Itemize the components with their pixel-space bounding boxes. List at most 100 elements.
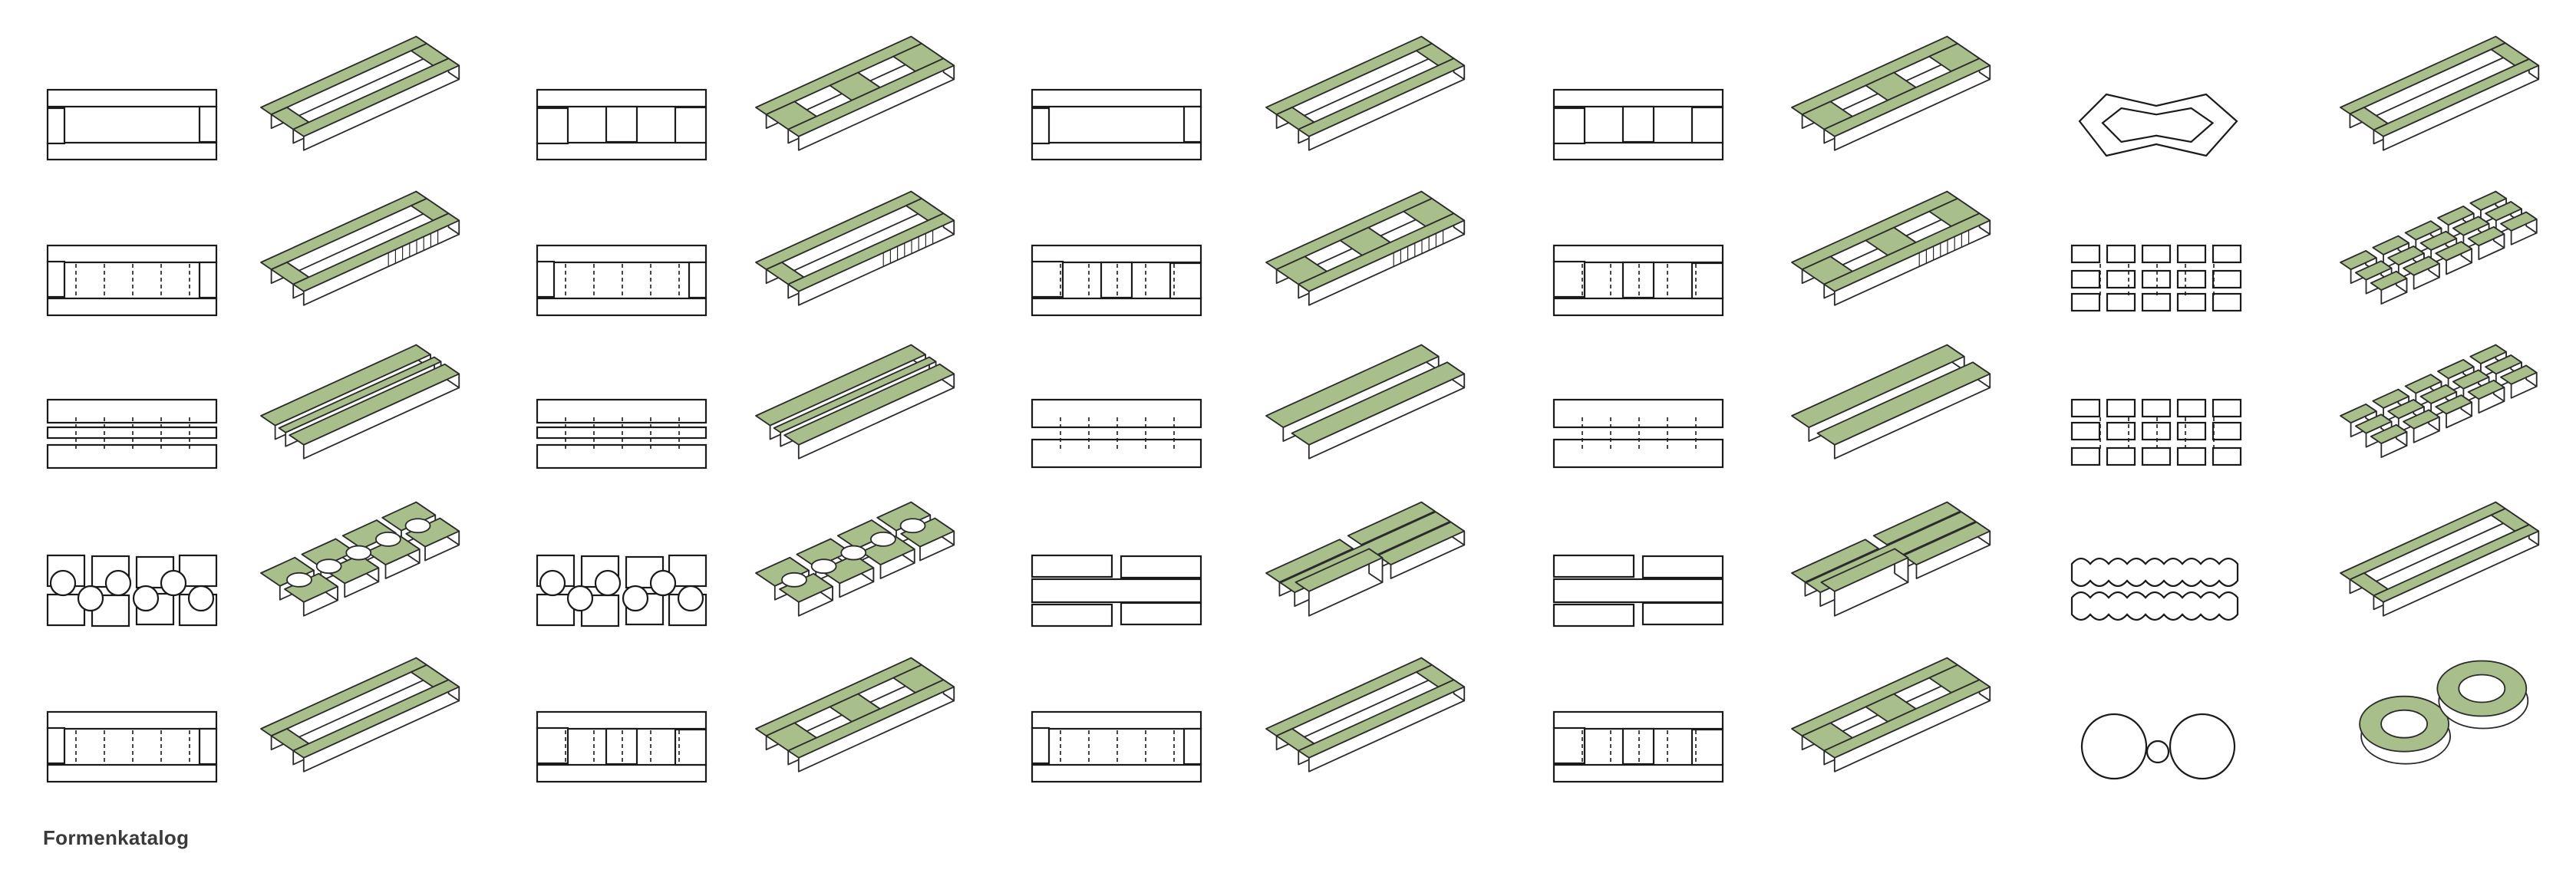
plan-block — [2070, 244, 2101, 264]
green-roof — [2437, 358, 2475, 380]
green-roof — [2437, 205, 2475, 226]
green-roof — [755, 344, 926, 427]
green-roof — [278, 356, 442, 433]
green-roof — [1823, 679, 1991, 759]
green-roof — [381, 501, 437, 532]
plan-circle — [49, 569, 77, 597]
plan-block — [46, 297, 218, 317]
green-roof — [787, 58, 955, 137]
axonometric-model — [1791, 501, 1991, 617]
green-roof — [1791, 539, 1879, 583]
round-courtyard — [374, 532, 401, 547]
plan-circle — [187, 585, 215, 612]
green-roof — [2404, 374, 2442, 394]
plan-block — [1690, 106, 1724, 144]
green-roof — [2485, 201, 2522, 222]
axonometric-model — [1791, 35, 1991, 151]
axonometric-model — [1791, 657, 1991, 773]
floor-plan — [46, 554, 218, 628]
plan-block — [536, 297, 707, 317]
plan-circle — [594, 569, 622, 597]
green-roof — [260, 556, 315, 587]
courtyard — [2458, 674, 2506, 703]
round-courtyard — [870, 532, 896, 547]
plan-block — [2176, 421, 2207, 441]
plan-block — [1182, 105, 1202, 143]
plan-block — [2070, 269, 2101, 289]
plan-block — [1552, 763, 1724, 783]
floor-plan — [46, 710, 218, 783]
green-roof — [755, 556, 810, 587]
plan-block — [2106, 421, 2136, 441]
plan-block — [2212, 292, 2242, 312]
plan-block — [688, 261, 707, 299]
plan-block — [1641, 601, 1724, 626]
plan-block — [1552, 297, 1724, 317]
green-roof — [2354, 260, 2393, 281]
floor-plan — [536, 398, 707, 469]
green-roof — [2419, 230, 2458, 251]
plan-block — [1031, 603, 1113, 628]
plan-circle — [104, 569, 132, 597]
floor-plan — [1552, 554, 1724, 628]
plan-block — [1690, 262, 1724, 300]
plan-circle — [132, 585, 160, 612]
plan-block — [1031, 244, 1202, 264]
green-roof — [2500, 364, 2538, 385]
plan-block — [1552, 726, 1586, 765]
green-roof — [783, 363, 955, 446]
axonometric-model — [1265, 190, 1466, 306]
plan-circle — [622, 585, 649, 612]
axonometric-model — [2340, 344, 2538, 458]
plan-block — [605, 727, 638, 766]
floor-plan — [2078, 93, 2238, 157]
green-roof — [820, 554, 875, 585]
plan-block — [1621, 105, 1655, 143]
floor-plan — [1552, 88, 1724, 161]
green-roof — [2485, 354, 2522, 375]
axonometric-model — [260, 344, 460, 460]
plan-block — [536, 710, 707, 730]
plan-block — [198, 261, 218, 299]
green-roof — [2469, 190, 2507, 211]
plan-ring — [2146, 740, 2170, 764]
green-roof — [325, 554, 380, 585]
green-roof — [787, 212, 955, 292]
axonometric-model — [755, 35, 955, 151]
axonometric-model — [2359, 660, 2529, 765]
green-roof — [1791, 344, 1965, 428]
plan-block — [536, 244, 707, 264]
plan-block — [2212, 421, 2242, 441]
floor-plan — [536, 710, 707, 783]
plan-block — [2106, 244, 2136, 264]
green-roof — [2387, 399, 2425, 420]
green-roof — [2373, 58, 2540, 137]
plan-block — [46, 260, 66, 298]
plan-block — [1031, 88, 1202, 108]
plan-block — [2141, 292, 2172, 312]
floor-plan — [1031, 88, 1202, 161]
plan-block — [1552, 554, 1635, 578]
plan-block — [2106, 292, 2136, 312]
floor-plan — [46, 398, 218, 469]
green-roof — [2467, 379, 2505, 400]
axonometric-model — [1791, 190, 1991, 306]
floor-plan — [1031, 398, 1202, 469]
green-roof — [1291, 361, 1466, 446]
axonometric-model — [260, 657, 460, 773]
axonometric-model — [2340, 190, 2538, 305]
plan-block — [1690, 728, 1724, 766]
plan-block — [2176, 292, 2207, 312]
plan-block — [1031, 578, 1202, 604]
green-roof — [1347, 501, 1436, 545]
green-roof — [2340, 404, 2377, 424]
plan-block — [674, 728, 707, 766]
plan-block — [46, 88, 218, 108]
floor-plan — [1031, 554, 1202, 628]
floor-plan — [46, 88, 218, 161]
axonometric-models-layer — [260, 35, 2540, 773]
round-courtyard — [840, 545, 867, 561]
plan-block — [1641, 555, 1724, 579]
floor-plan — [536, 244, 707, 317]
